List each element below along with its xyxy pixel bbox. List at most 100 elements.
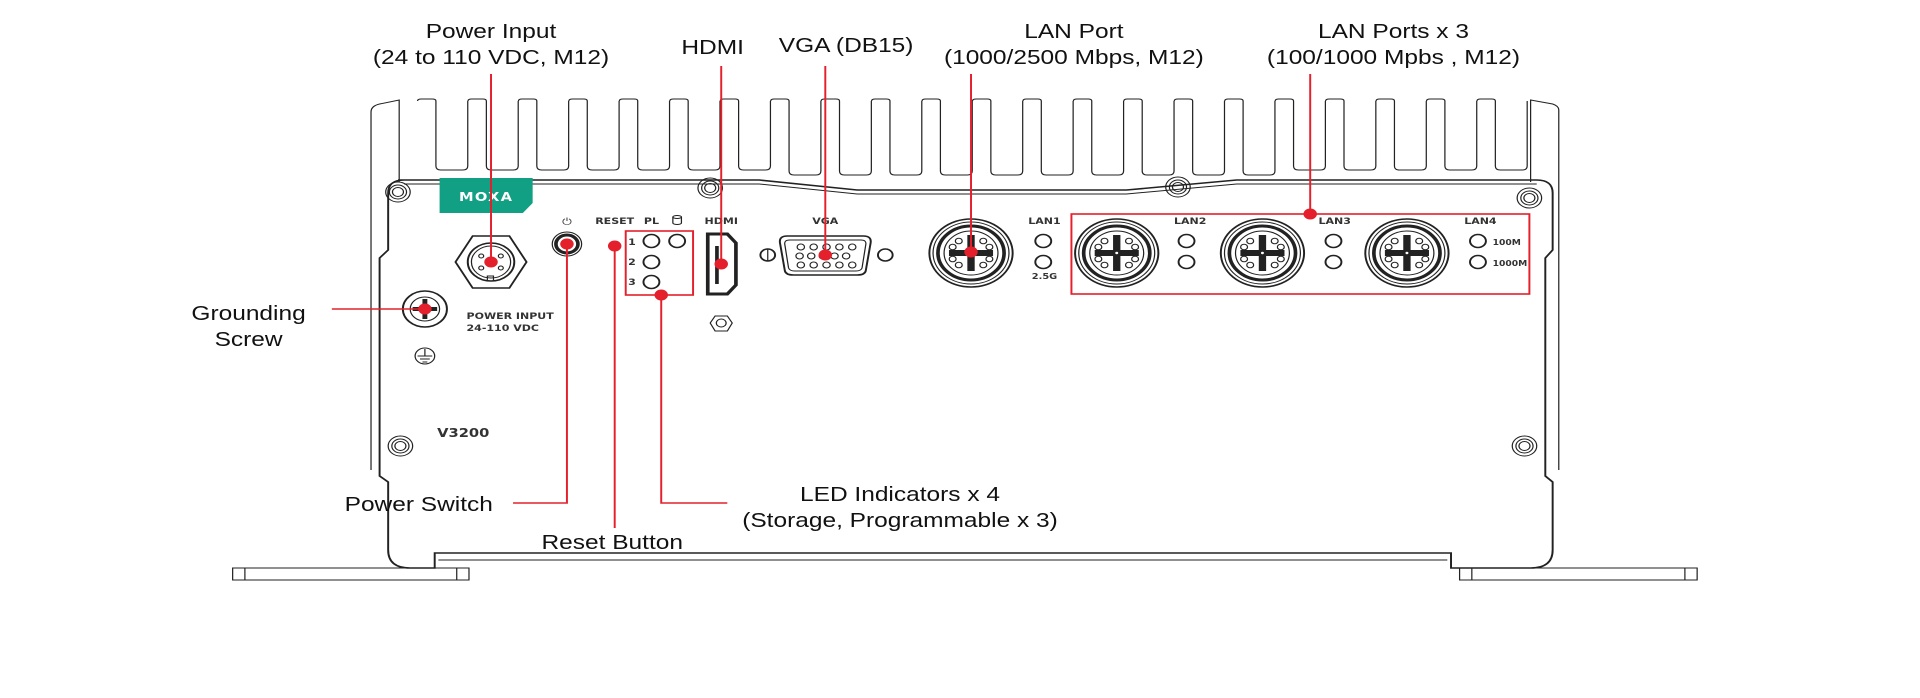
callout-grounding-line1: Grounding xyxy=(191,302,305,324)
callout-led-spec: (Storage, Programmable x 3) xyxy=(742,509,1058,531)
heatsink-fin xyxy=(1123,98,1175,176)
panel-screw xyxy=(1516,187,1543,209)
brand-name: MOXA xyxy=(459,191,513,204)
device-model-label: V3200 xyxy=(437,427,489,440)
vga-pin xyxy=(841,252,851,260)
pin xyxy=(1100,237,1109,245)
pin xyxy=(1384,255,1393,263)
lan4-led-1000m xyxy=(1469,254,1487,270)
panel-screw xyxy=(385,181,411,203)
heatsink-fin xyxy=(770,98,822,176)
led-pl2 xyxy=(642,254,661,270)
heatsink-fin xyxy=(719,98,772,171)
callout-lan-port-spec: (1000/2500 Mbps, M12) xyxy=(944,46,1204,68)
pin xyxy=(1270,261,1279,269)
pin xyxy=(954,261,963,269)
pin xyxy=(1415,237,1424,245)
front-panel-inner-edge xyxy=(404,183,1537,195)
lan-ports-highlight-box xyxy=(1070,213,1531,295)
vga-pin xyxy=(795,252,804,260)
panel-screw xyxy=(387,435,414,457)
pin xyxy=(1276,243,1285,251)
callout-lan-ports-spec: (100/1000 Mpbs , M12) xyxy=(1267,46,1520,68)
led-number-3: 3 xyxy=(628,278,636,288)
vga-port xyxy=(759,235,894,276)
callout-power-switch: Power Switch xyxy=(345,493,493,515)
pin xyxy=(1246,237,1255,245)
vga-pin xyxy=(806,252,816,260)
lan2-m12-connector xyxy=(1074,218,1160,288)
lan1-label: LAN1 xyxy=(1028,217,1060,227)
heatsink-fin xyxy=(971,98,1024,176)
pin xyxy=(1131,255,1140,263)
mounting-bracket-right xyxy=(1458,567,1698,581)
chassis-outer-left xyxy=(370,99,400,470)
lan2-led-1 xyxy=(1177,233,1196,249)
callout-led-title: LED Indicators x 4 xyxy=(800,483,1000,505)
storage-cylinder-icon xyxy=(672,215,683,225)
pin xyxy=(948,255,957,263)
led-storage xyxy=(668,233,687,249)
led-number-2: 2 xyxy=(628,258,636,268)
heatsink-fin xyxy=(1224,98,1276,176)
device-chassis xyxy=(232,98,1698,581)
heatsink-fin xyxy=(517,98,570,171)
moxa-logo: MOXA xyxy=(439,178,533,213)
hex-standoff xyxy=(709,315,733,332)
panel-screw xyxy=(1511,435,1538,457)
pin xyxy=(985,243,994,251)
vga-pin xyxy=(835,243,844,251)
heatsink-fin xyxy=(921,98,973,176)
vga-pin xyxy=(847,261,857,269)
heatsink-fin xyxy=(618,98,671,171)
pin xyxy=(954,237,963,245)
heatsink-fin xyxy=(669,98,721,171)
pin xyxy=(1094,243,1103,251)
callout-grounding-line2: Screw xyxy=(215,328,284,350)
vga-pin xyxy=(847,243,857,251)
heatsink-fin xyxy=(1274,98,1327,171)
lan3-led-1 xyxy=(1324,233,1343,249)
pin xyxy=(985,255,994,263)
pin xyxy=(979,237,988,245)
lan1-speed-label: 2.5G xyxy=(1032,273,1057,282)
pin xyxy=(979,261,988,269)
callout-annotations xyxy=(331,66,1531,528)
pin xyxy=(1276,255,1285,263)
pin xyxy=(1100,261,1109,269)
heatsink-fin xyxy=(1022,98,1074,176)
heatsink-fin xyxy=(870,98,923,176)
vga-pin xyxy=(809,243,818,251)
pin xyxy=(1124,237,1134,245)
heatsink-fin xyxy=(1375,98,1427,171)
callout-power-input-title: Power Input xyxy=(426,20,557,42)
mounting-bracket-left xyxy=(232,567,470,581)
lan2-led-2 xyxy=(1177,254,1196,270)
led-indicator-panel: 1 2 3 xyxy=(628,233,687,290)
pin xyxy=(1421,243,1430,251)
vga-pin xyxy=(809,261,818,269)
callout-power-input-spec: (24 to 110 VDC, M12) xyxy=(373,46,609,68)
pin xyxy=(1421,255,1430,263)
heatsink-fin xyxy=(820,98,872,176)
vga-pin xyxy=(796,261,806,269)
pin xyxy=(1124,261,1134,269)
vga-pin xyxy=(796,243,806,251)
power-input-label-line2: 24-110 VDC xyxy=(467,324,539,334)
lan3-label: LAN3 xyxy=(1318,217,1350,227)
pin xyxy=(948,243,957,251)
heatsink-fin xyxy=(1325,98,1377,171)
heatsink-fin xyxy=(1476,98,1528,171)
heatsink-fin xyxy=(1072,98,1125,176)
reset-label: RESET xyxy=(595,217,634,227)
pin xyxy=(1390,237,1399,245)
heatsink-fin xyxy=(1425,98,1478,171)
lan4-led-100m-label: 100M xyxy=(1493,238,1521,247)
power-icon: ⏻ xyxy=(562,216,572,228)
pin xyxy=(1390,261,1399,269)
panel-screws xyxy=(385,176,1543,457)
vga-pin xyxy=(835,261,844,269)
heatsink-fin xyxy=(568,98,620,171)
earth-ground-icon xyxy=(414,347,436,365)
